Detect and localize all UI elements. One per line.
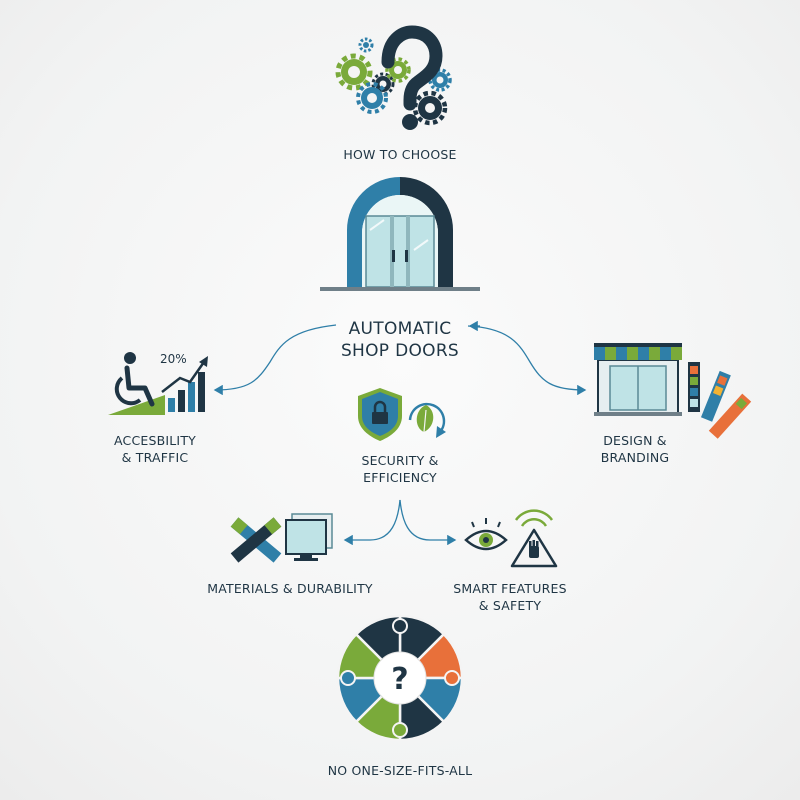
smart-label-line2: & SAFETY [478,598,542,613]
design-label-line2: BRANDING [600,450,670,465]
connector-to-smart [399,499,457,546]
header-label: HOW TO CHOOSE [300,146,500,163]
security-label: SECURITY & EFFICIENCY [340,452,460,486]
accessibility-label-line1: ACCESBILITY [113,433,196,448]
accessibility-label-line2: & TRAFFIC [121,450,189,465]
security-label-line1: SECURITY & [361,453,439,468]
center-title-line2: SHOP DOORS [340,341,460,361]
connector-to-materials [343,499,401,546]
svg-text:?: ? [391,662,408,697]
footer-label-text: NO ONE-SIZE-FITS-ALL [327,763,473,778]
materials-label: MATERIALS & DURABILITY [200,580,380,597]
center-title-line1: AUTOMATIC [348,319,452,339]
connector-to-accessibility [213,324,337,396]
center-title: AUTOMATIC SHOP DOORS [300,318,500,362]
smart-label: SMART FEATURES & SAFETY [440,580,580,614]
connector-to-design [467,325,587,396]
design-label: DESIGN & BRANDING [580,432,690,466]
security-label-line2: EFFICIENCY [363,470,437,485]
accessibility-label: ACCESBILITY & TRAFFIC [90,432,220,466]
design-label-line1: DESIGN & [603,433,667,448]
materials-label-line1: MATERIALS & DURABILITY [207,581,373,596]
header-label-text: HOW TO CHOOSE [343,147,457,162]
accessibility-stat: 20% [160,352,187,366]
footer-label: NO ONE-SIZE-FITS-ALL [280,762,520,779]
smart-label-line1: SMART FEATURES [453,581,567,596]
